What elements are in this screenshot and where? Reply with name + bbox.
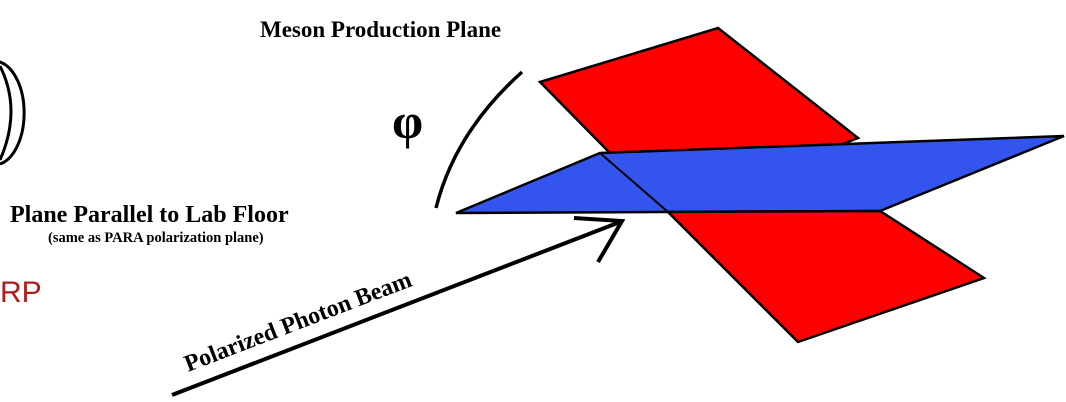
lab-floor-plane-label: Plane Parallel to Lab Floor	[10, 202, 289, 228]
lab-floor-plane-note: (same as PARA polarization plane)	[48, 230, 264, 246]
production-plane-label: Meson Production Plane	[260, 17, 501, 42]
angle-arc-icon	[434, 70, 524, 209]
production-plane-lower	[664, 209, 987, 344]
lab-floor-plane	[455, 134, 1065, 215]
angle-phi-label: φ	[392, 93, 423, 149]
cropped-circle-edge	[0, 60, 26, 166]
cropped-circle-arc	[0, 65, 13, 161]
arrow-up-right-icon	[171, 216, 626, 397]
plane-intersection-line	[599, 152, 669, 213]
cropped-text-fragment: RP	[0, 276, 42, 309]
beam-label: Polarized Photon Beam	[181, 267, 416, 378]
